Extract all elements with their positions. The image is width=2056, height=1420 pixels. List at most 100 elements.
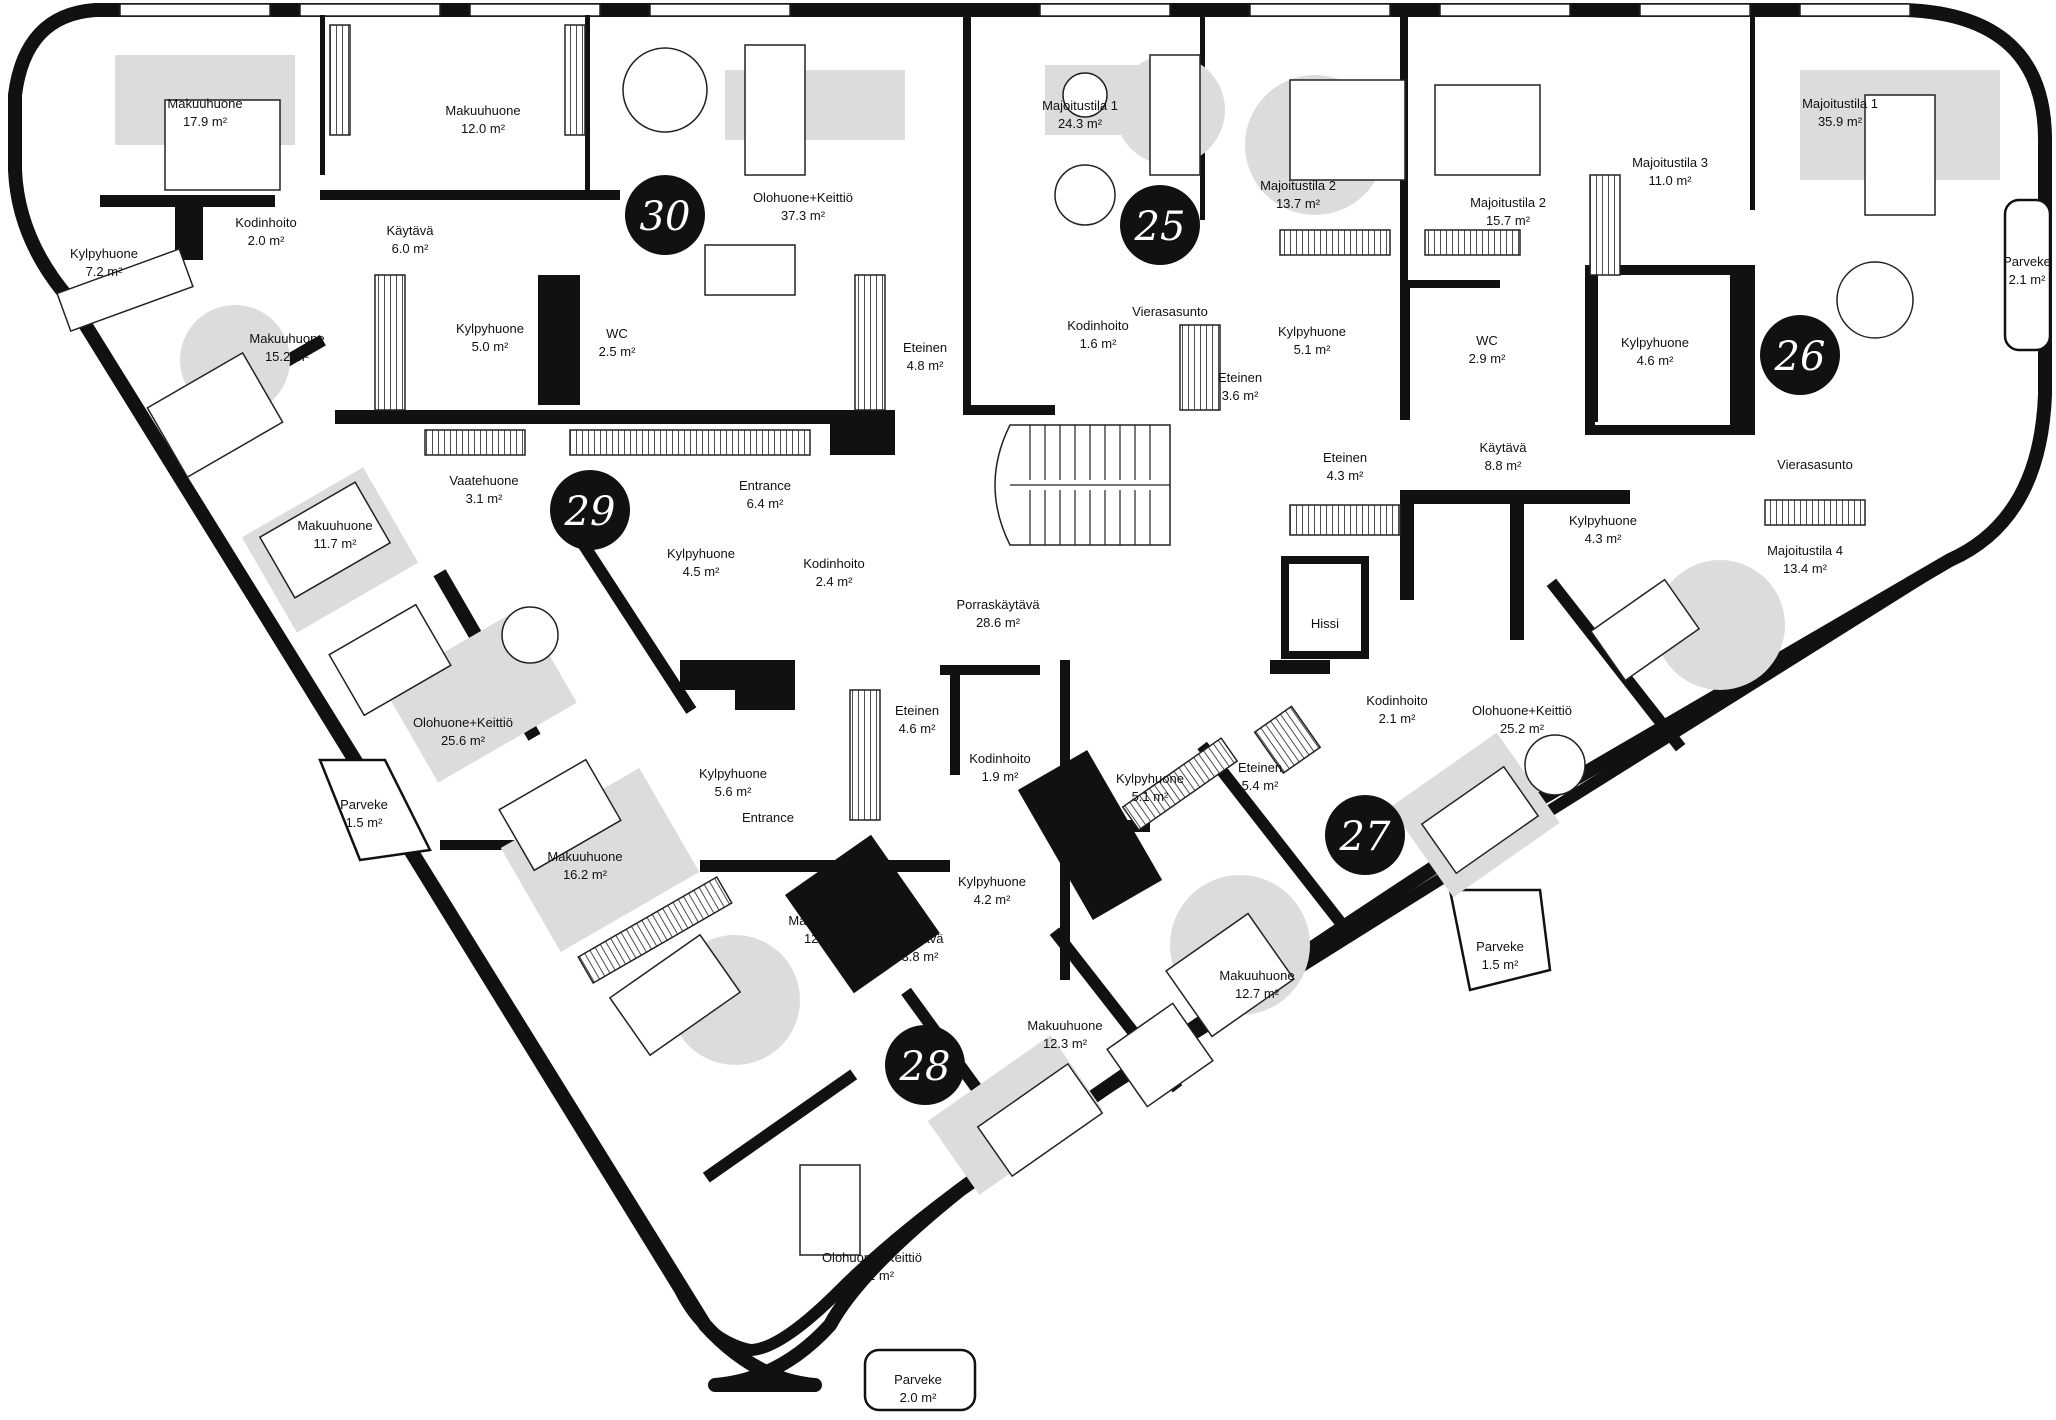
room-label: Kodinhoito: [235, 215, 296, 230]
room-label: Porraskäytävä: [956, 597, 1040, 612]
room-area: 12.0 m²: [461, 121, 506, 136]
room-label: Eteinen: [1323, 450, 1367, 465]
room-label: Eteinen: [1218, 370, 1262, 385]
room-label: Käytävä: [1480, 440, 1528, 455]
room-label: Käytävä: [897, 931, 945, 946]
room-area: 2.0 m²: [248, 233, 286, 248]
room-label: Parveke: [1476, 939, 1524, 954]
room-area: 4.6 m²: [899, 721, 937, 736]
room-area: 1.6 m²: [1080, 336, 1118, 351]
balconies: [318, 198, 2052, 1412]
room-area: 2.4 m²: [816, 574, 854, 589]
room-area: 5.6 m²: [715, 784, 753, 799]
room-area: 5.4 m²: [1242, 778, 1280, 793]
room-area: 37.3 m²: [781, 208, 826, 223]
room-area: 25.2 m²: [1500, 721, 1545, 736]
room-label: Olohuone+Keittiö: [413, 715, 513, 730]
room-area: 3.6 m²: [1222, 388, 1260, 403]
elevator-shaft: [1281, 556, 1369, 659]
room-area: 8.8 m²: [1485, 458, 1523, 473]
room-label: Hissi: [1311, 616, 1339, 631]
room-label: Entrance: [742, 810, 794, 825]
room-label: Entrance: [739, 478, 791, 493]
room-area: 2.1 m²: [2009, 272, 2047, 287]
room-area: 6.4 m²: [747, 496, 785, 511]
room-area: 3.8 m²: [902, 949, 940, 964]
room-area: 29.1 m²: [850, 1268, 895, 1283]
room-label: Makuuhuone: [788, 913, 863, 928]
room-area: 2.9 m²: [1469, 351, 1507, 366]
room-labels: Majoitustila 1 24.3 m² Majoitustila 2 13…: [70, 96, 2051, 1405]
room-area: 1.5 m²: [346, 815, 384, 830]
room-area: 4.3 m²: [1585, 531, 1623, 546]
room-label: Makuuhuone: [297, 518, 372, 533]
room-area: 11.0 m²: [1648, 173, 1692, 188]
room-label: Makuuhuone: [1219, 968, 1294, 983]
room-label: Parveke: [894, 1372, 942, 1387]
wardrobes: [329, 24, 1866, 985]
room-area: 4.3 m²: [1327, 468, 1365, 483]
room-area: 15.2 m²: [265, 349, 310, 364]
room-label: Makuuhuone: [1027, 1018, 1102, 1033]
room-label: Majoitustila 4: [1767, 543, 1843, 558]
unit-badges: 30 25 26 29 27 28: [550, 175, 1840, 1105]
room-area: 12.7 m²: [1235, 986, 1280, 1001]
room-label: Eteinen: [895, 703, 939, 718]
room-area: 12.1 m²: [804, 931, 849, 946]
room-area: 3.1 m²: [466, 491, 504, 506]
unit-number-26: 26: [1774, 334, 1826, 380]
room-area: 13.4 m²: [1783, 561, 1828, 576]
room-label: Kodinhoito: [1366, 693, 1427, 708]
room-label: Vierasasunto: [1132, 304, 1208, 319]
room-area: 2.0 m²: [900, 1390, 938, 1405]
room-area: 35.9 m²: [1818, 114, 1863, 129]
room-label: Eteinen: [903, 340, 947, 355]
room-area: 15.7 m²: [1486, 213, 1531, 228]
room-label: Kylpyhuone: [456, 321, 524, 336]
room-label: Kodinhoito: [1067, 318, 1128, 333]
room-area: 2.1 m²: [1379, 711, 1417, 726]
room-area: 1.5 m²: [1482, 957, 1520, 972]
room-label: Kodinhoito: [969, 751, 1030, 766]
room-label: Käytävä: [387, 223, 435, 238]
room-area: 6.0 m²: [392, 241, 430, 256]
room-area: 5.1 m²: [1294, 342, 1332, 357]
exterior-wall: [9, 4, 2051, 1356]
room-area: 4.5 m²: [683, 564, 721, 579]
unit-number-29: 29: [564, 489, 616, 535]
room-area: 25.6 m²: [441, 733, 486, 748]
room-area: 17.9 m²: [183, 114, 228, 129]
room-label: Eteinen: [1238, 760, 1282, 775]
room-area: 24.3 m²: [1058, 116, 1103, 131]
room-label: Makuuhuone: [249, 331, 324, 346]
room-label: Majoitustila 1: [1802, 96, 1878, 111]
top-windows: [119, 3, 1911, 17]
room-label: Kylpyhuone: [1116, 771, 1184, 786]
unit-number-25: 25: [1134, 204, 1186, 250]
room-area: 4.6 m²: [1637, 353, 1675, 368]
room-label: Majoitustila 2: [1470, 195, 1546, 210]
room-area: 4.2 m²: [974, 892, 1012, 907]
room-label: Kylpyhuone: [667, 546, 735, 561]
unit-number-30: 30: [640, 194, 691, 240]
unit-number-28: 28: [899, 1044, 951, 1090]
room-label: Majoitustila 1: [1042, 98, 1118, 113]
unit-number-27: 27: [1339, 814, 1391, 860]
room-label: WC: [1476, 333, 1498, 348]
furniture: [56, 44, 1936, 1256]
room-label: Makuuhuone: [547, 849, 622, 864]
room-area: 12.3 m²: [1043, 1036, 1088, 1051]
room-area: 2.5 m²: [599, 344, 637, 359]
room-label: Vaatehuone: [449, 473, 518, 488]
room-area: 7.2 m²: [86, 264, 124, 279]
room-label: Vierasasunto: [1777, 457, 1853, 472]
room-label: Kodinhoito: [803, 556, 864, 571]
room-label: Majoitustila 2: [1260, 178, 1336, 193]
room-area: 11.7 m²: [313, 536, 357, 551]
room-label: Makuuhuone: [445, 103, 520, 118]
room-label: Olohuone+Keittiö: [822, 1250, 922, 1265]
staircase: [994, 424, 1171, 546]
room-label: Parveke: [2003, 254, 2051, 269]
room-area: 4.8 m²: [907, 358, 945, 373]
